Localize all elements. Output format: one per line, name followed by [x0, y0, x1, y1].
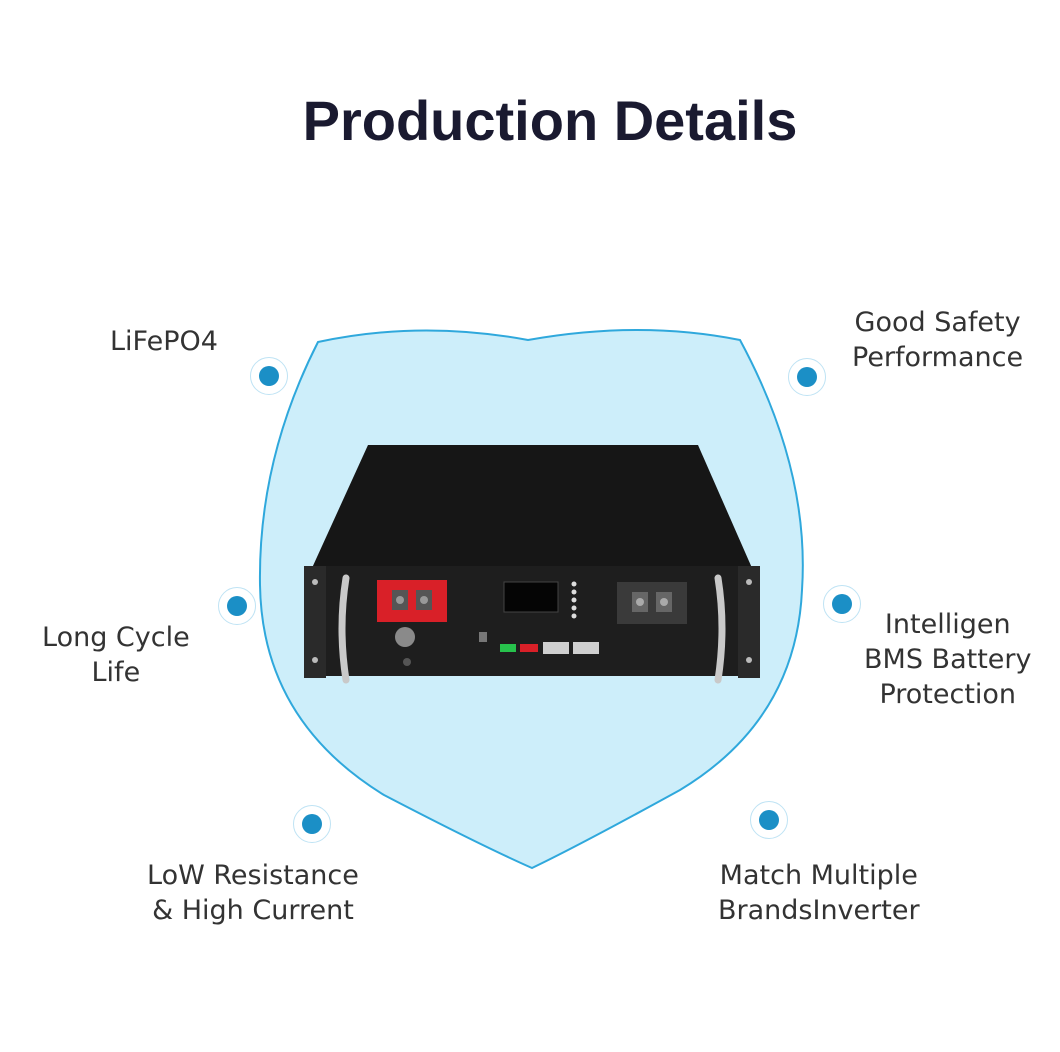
- feature-text: Match Multiple: [719, 860, 918, 891]
- feature-text: BMS Battery: [864, 644, 1032, 675]
- feature-resistance: LoW Resistance & High Current: [147, 858, 359, 928]
- bullet-dot-icon: [293, 805, 331, 843]
- feature-text: Life: [91, 657, 141, 688]
- feature-cycle: Long Cycle Life: [42, 620, 190, 690]
- bullet-dot-icon: [788, 358, 826, 396]
- feature-text: LoW Resistance: [147, 860, 359, 891]
- feature-text: Performance: [852, 342, 1024, 373]
- feature-inverter: Match Multiple BrandsInverter: [718, 858, 920, 928]
- page-title: Production Details: [302, 89, 798, 152]
- feature-text: Long Cycle: [42, 622, 190, 653]
- feature-lifepo4: LiFePO4: [110, 324, 218, 359]
- bullet-dot-icon: [218, 587, 256, 625]
- feature-safety: Good Safety Performance: [852, 305, 1023, 375]
- feature-text: LiFePO4: [110, 326, 218, 357]
- feature-bms: Intelligen BMS Battery Protection: [864, 607, 1031, 712]
- battery-module-icon: [304, 445, 760, 684]
- feature-text: Intelligen: [884, 609, 1011, 640]
- bullet-dot-icon: [250, 357, 288, 395]
- feature-text: Good Safety: [854, 307, 1021, 338]
- bullet-dot-icon: [750, 801, 788, 839]
- feature-text: Protection: [879, 679, 1017, 710]
- feature-text: BrandsInverter: [718, 895, 920, 926]
- feature-text: & High Current: [152, 895, 354, 926]
- bullet-dot-icon: [823, 585, 861, 623]
